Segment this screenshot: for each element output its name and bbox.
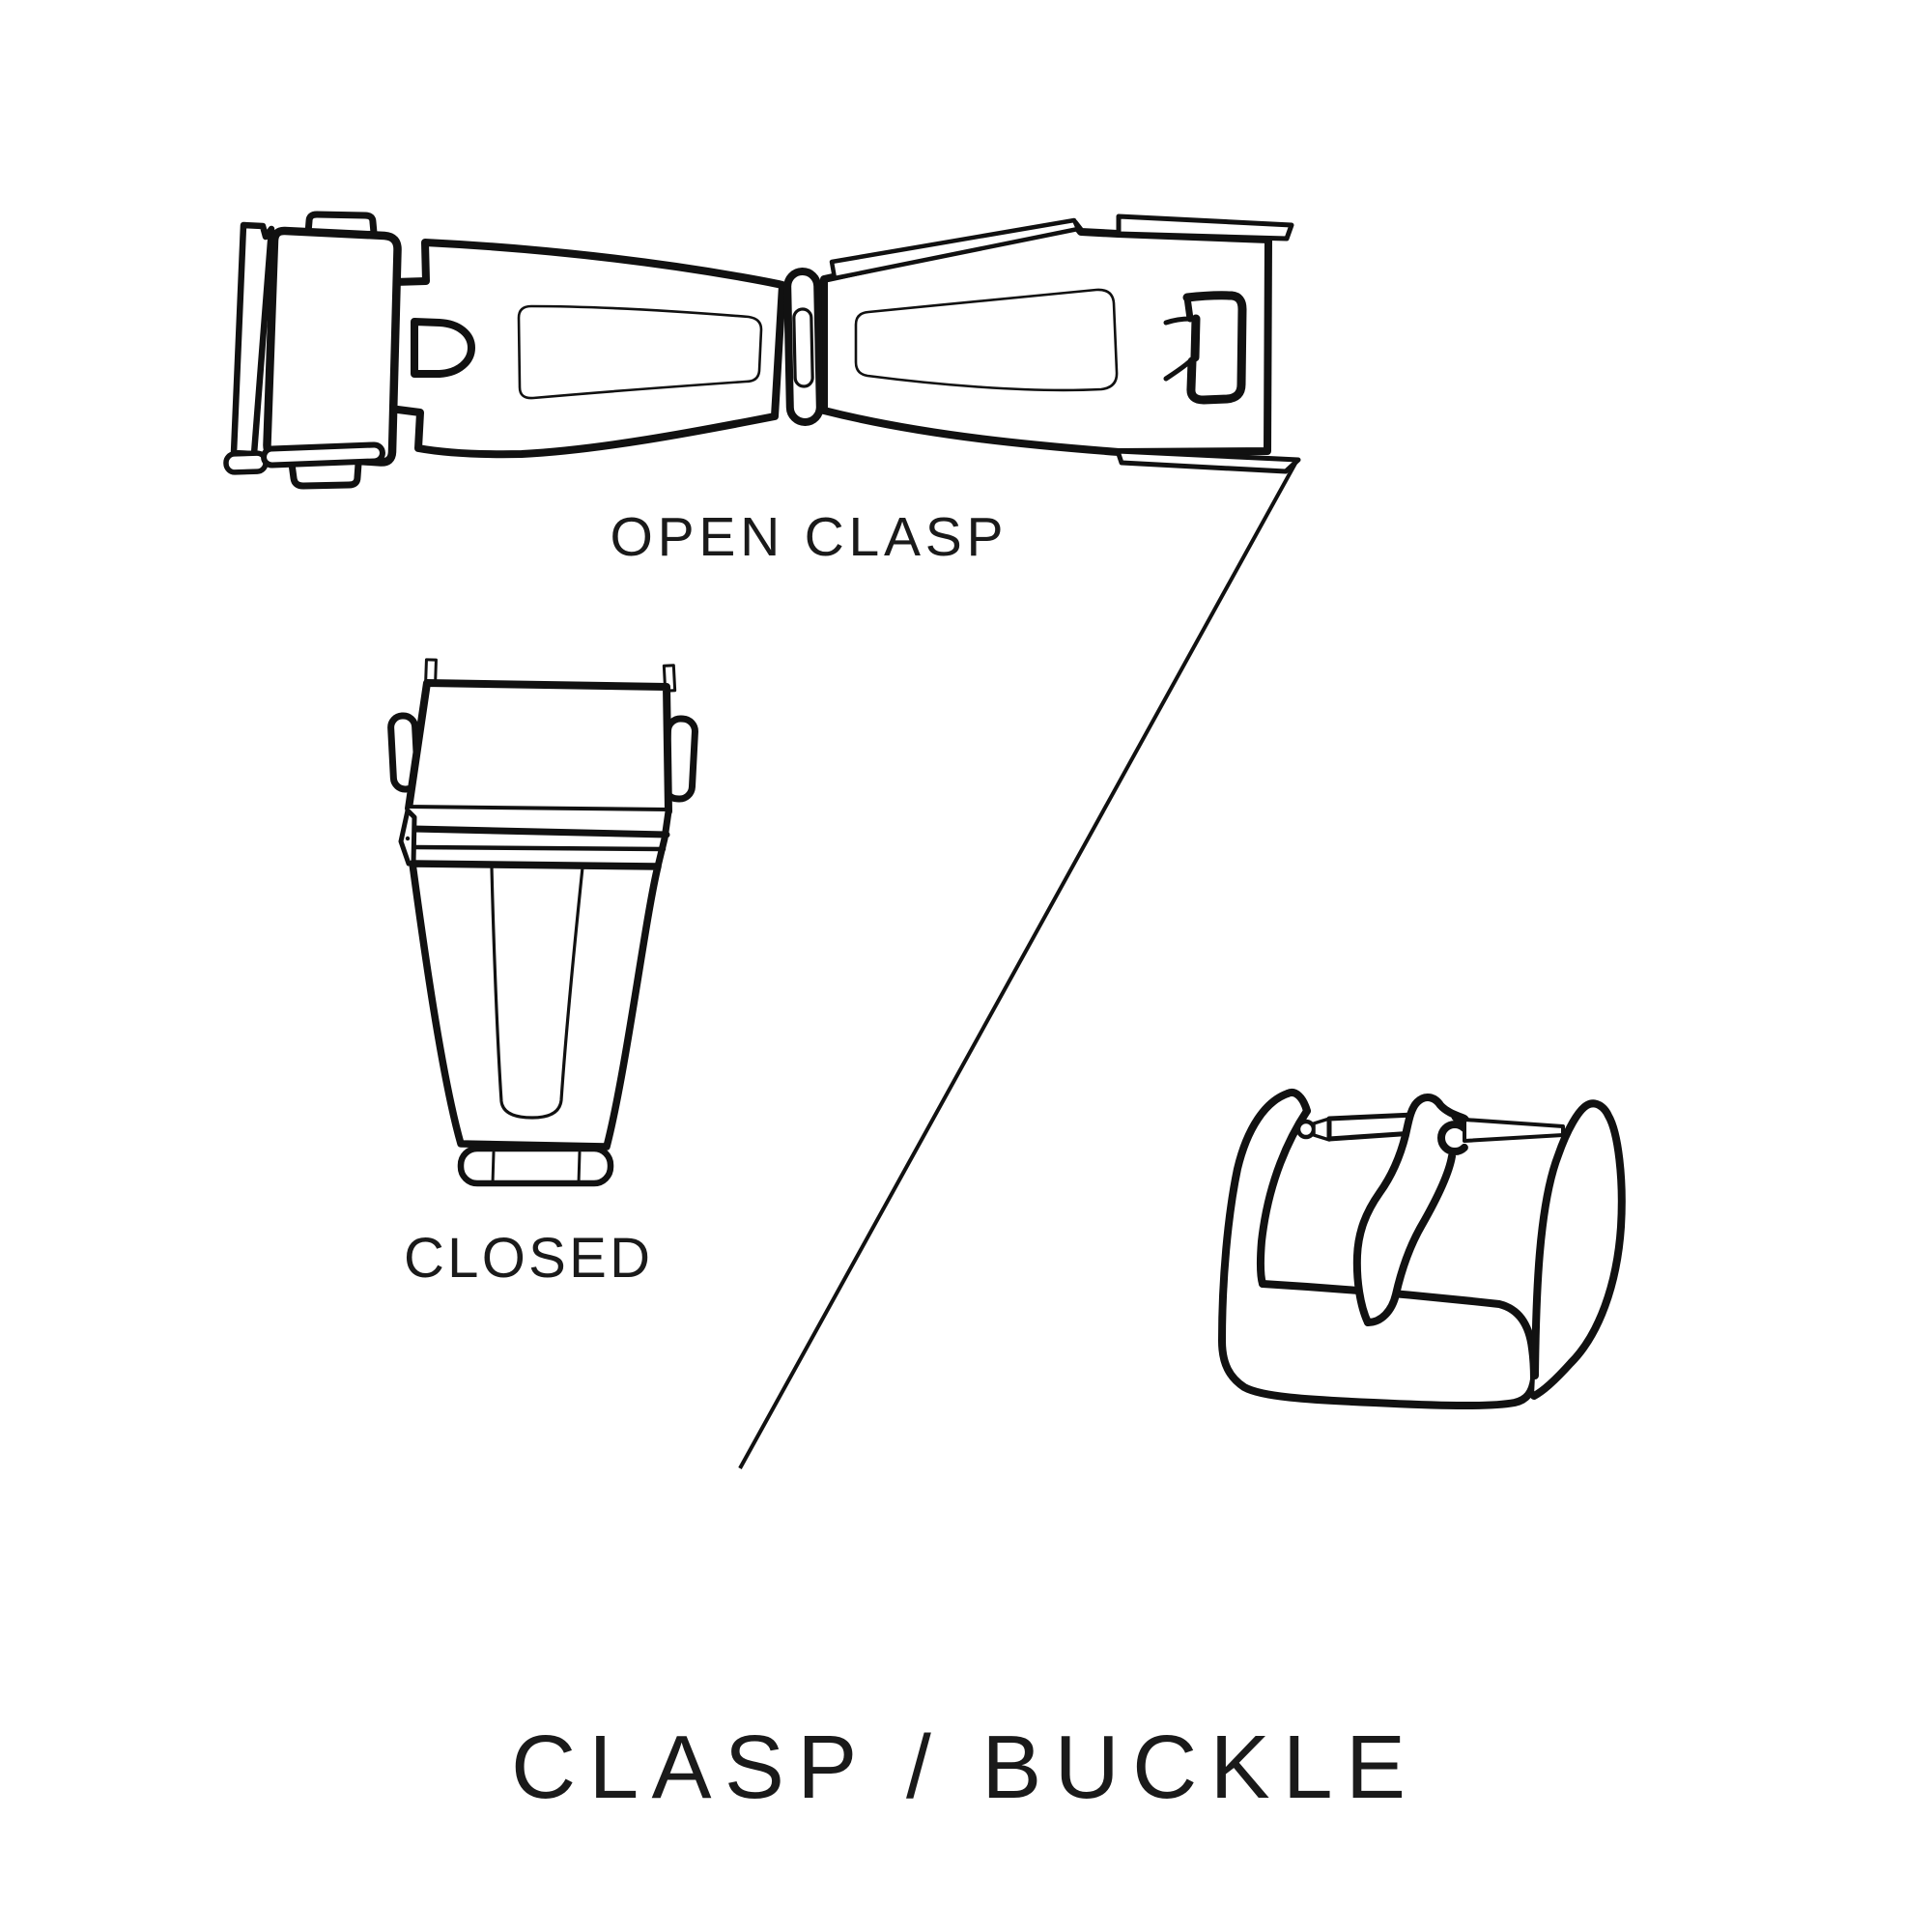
svg-text:OPEN CLASP: OPEN CLASP xyxy=(611,506,1004,568)
svg-text:CLASP / BUCKLE: CLASP / BUCKLE xyxy=(511,1717,1406,1817)
